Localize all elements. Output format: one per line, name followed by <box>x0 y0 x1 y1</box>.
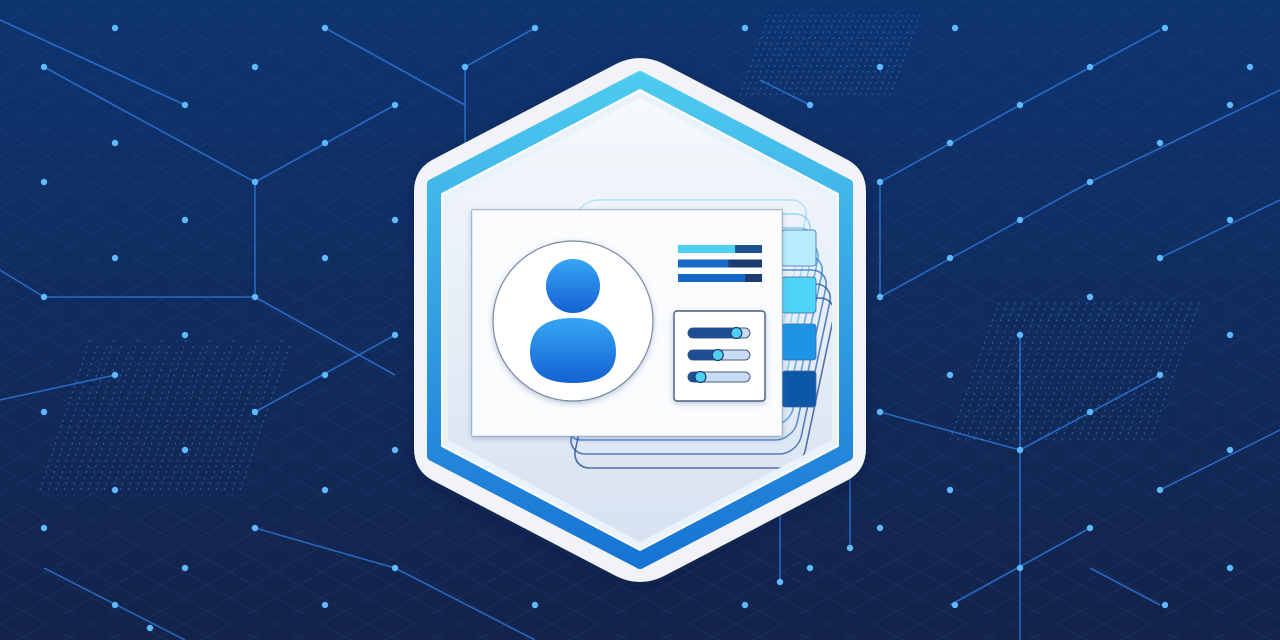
color-tile <box>781 276 817 314</box>
slider-knob[interactable] <box>711 348 724 362</box>
network-dots <box>40 24 1254 632</box>
info-bar <box>678 245 762 253</box>
dotted-hatch <box>39 14 1201 491</box>
color-tiles <box>781 229 817 408</box>
info-bar <box>678 259 762 268</box>
settings-slider-3[interactable] <box>687 370 751 384</box>
profile-info-bars <box>678 245 762 282</box>
color-tile <box>781 323 817 361</box>
avatar <box>492 240 654 402</box>
settings-sliders <box>687 326 751 384</box>
slider-knob[interactable] <box>730 326 743 340</box>
person-icon <box>530 259 616 383</box>
slider-knob[interactable] <box>694 370 707 384</box>
settings-slider-2[interactable] <box>687 348 751 362</box>
color-tile <box>781 229 817 267</box>
settings-slider-1[interactable] <box>687 326 751 340</box>
info-bar <box>678 274 762 282</box>
color-tile <box>781 370 817 408</box>
